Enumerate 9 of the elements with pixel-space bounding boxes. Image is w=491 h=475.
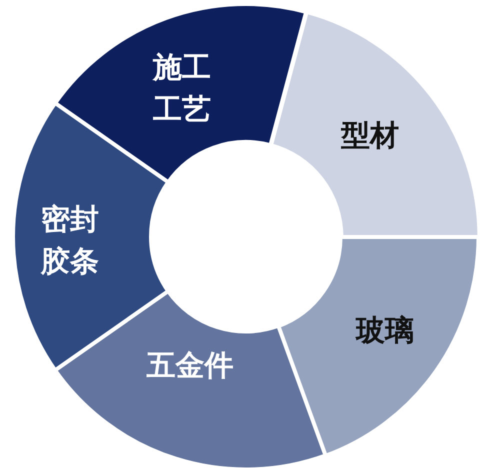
ring-segment	[270, 12, 479, 237]
segment-label: 密封胶条	[40, 200, 100, 280]
segment-label: 玻璃	[354, 312, 415, 349]
ring-segment	[55, 291, 326, 470]
ring-segment	[55, 4, 306, 182]
segment-label: 五金件	[145, 346, 234, 384]
segment-label: 型材	[340, 116, 400, 154]
segment-label: 施工工艺	[152, 48, 212, 128]
ring-segment	[278, 237, 479, 456]
